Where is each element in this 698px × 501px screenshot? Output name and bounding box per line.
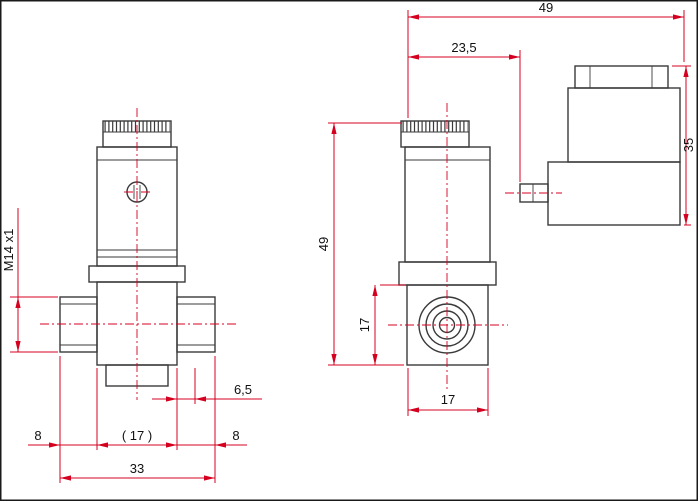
dim-port-block-height-label: 17: [357, 318, 372, 332]
connector-lower-block: [547, 161, 681, 226]
side-view: [398, 65, 681, 366]
dim-thread-spec-label: M14 x1: [1, 229, 16, 272]
dim-total-height-label: 49: [316, 237, 331, 251]
dimension-lines: [15, 14, 689, 481]
dim-port-block-width-label: 17: [441, 392, 455, 407]
arrowhead: [166, 396, 177, 402]
arrowhead: [97, 442, 108, 448]
dim-port-right-width-label: 8: [232, 428, 239, 443]
dim-body-width-ref-label: ( 17 ): [122, 428, 152, 443]
centerlines: [40, 103, 562, 400]
dim-connector-height-label: 35: [681, 138, 696, 152]
dimension-labels: 49 23,5 35 49 17 17 6,5 8 ( 17 ) 8 33 M1…: [1, 0, 696, 476]
dim-coil-depth-label: 23,5: [451, 40, 476, 55]
arrowhead: [195, 396, 206, 402]
dim-total-width-label: 33: [130, 461, 144, 476]
arrowhead: [215, 442, 226, 448]
side-flange: [398, 261, 497, 286]
connector-upper-block: [567, 87, 681, 163]
dim-port-left-width-label: 8: [34, 428, 41, 443]
dim-port-offset-label: 6,5: [234, 382, 252, 397]
dim-total-depth-label: 49: [539, 0, 553, 15]
side-coil: [404, 146, 491, 263]
arrowhead: [49, 442, 60, 448]
extension-lines: [10, 10, 691, 483]
front-view: [59, 120, 216, 387]
connector-top-tabs: [574, 65, 669, 89]
arrowhead: [166, 442, 177, 448]
front-port-left: [59, 296, 98, 353]
front-port-right: [176, 296, 216, 353]
